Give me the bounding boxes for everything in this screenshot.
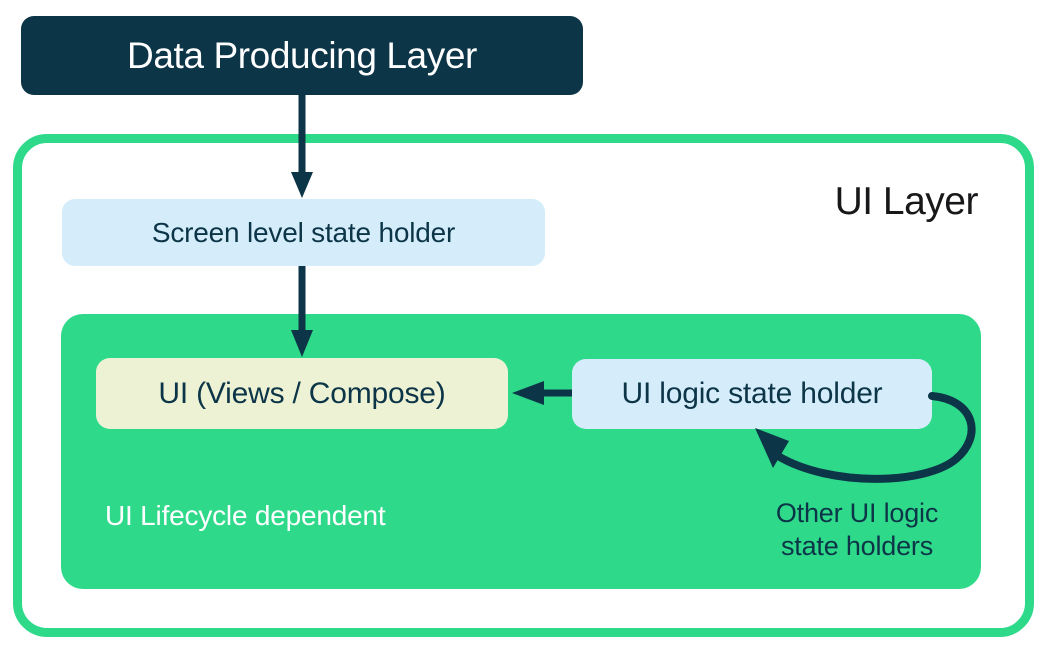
other-holders-caption-line-2: state holders: [781, 531, 933, 561]
screen-level-state-holder-node: Screen level state holder: [62, 199, 545, 266]
screen-level-state-holder-label: Screen level state holder: [151, 216, 456, 248]
other-holders-caption-line-1: Other UI logic: [775, 498, 939, 528]
ui-logic-state-holder-node: UI logic state holder: [572, 359, 932, 429]
data-producing-layer-node: Data Producing Layer: [21, 16, 583, 95]
ui-layer-title: UI Layer: [834, 180, 979, 223]
data-producing-layer-label: Data Producing Layer: [127, 34, 477, 76]
ui-views-compose-node: UI (Views / Compose): [96, 358, 508, 429]
other-ui-logic-state-holders-caption: Other UI logic state holders: [752, 497, 962, 563]
ui-lifecycle-dependent-label: UI Lifecycle dependent: [105, 500, 386, 531]
ui-logic-state-holder-label: UI logic state holder: [621, 377, 883, 410]
ui-views-compose-label: UI (Views / Compose): [158, 376, 446, 410]
